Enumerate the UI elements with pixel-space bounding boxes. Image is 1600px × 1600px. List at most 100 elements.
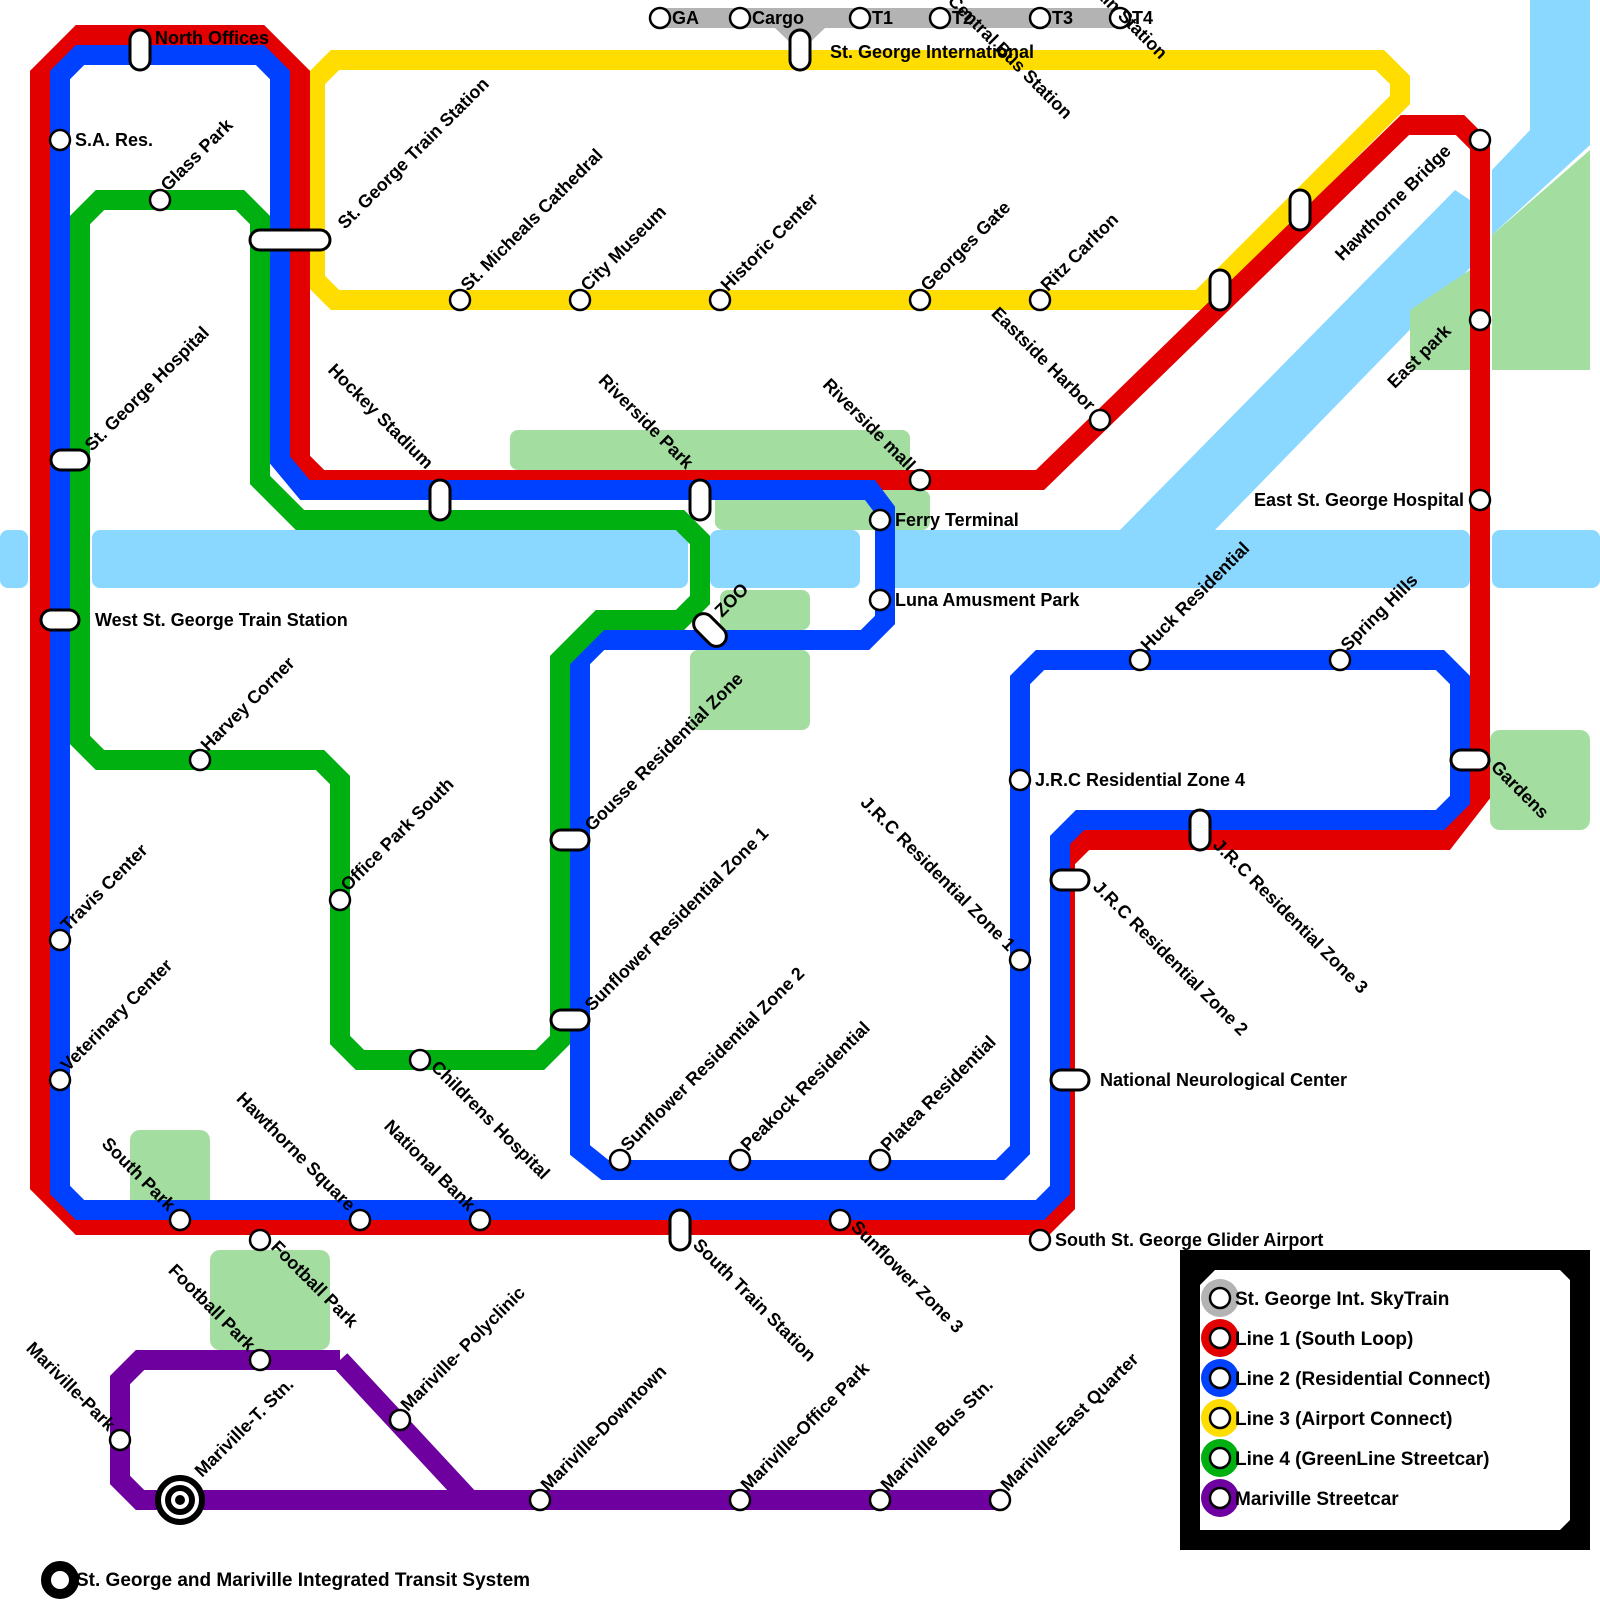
station-label-sunflower-zone-2[interactable]: Sunflower Residential Zone 2 [617, 963, 809, 1155]
station-label-south-train-station[interactable]: South Train Station [689, 1235, 820, 1366]
station-marker-travis-center[interactable] [48, 928, 72, 952]
station-label-city-museum[interactable]: City Museum [577, 201, 670, 294]
station-marker-eastside-harbor[interactable] [1088, 408, 1112, 432]
station-marker-ga[interactable] [648, 6, 672, 30]
station-label-ritz-carlton[interactable]: Ritz Carlton [1037, 209, 1123, 295]
station-marker-football-park-line1[interactable] [248, 1228, 272, 1252]
station-marker-st-george-hospital[interactable] [49, 448, 91, 472]
station-label-jrc-zone-1[interactable]: J.R.C Residential Zone 1 [857, 792, 1020, 955]
station-label-mariville-east-quarter[interactable]: Mariville-East Quarter [997, 1349, 1143, 1495]
station-label-mariville-bus-stn[interactable]: Mariville Bus Stn. [877, 1375, 997, 1495]
station-label-west-st-george-train-station[interactable]: West St. George Train Station [95, 610, 348, 630]
station-marker-west-st-george-train-station[interactable] [39, 608, 81, 632]
station-label-platea-residential[interactable]: Platea Residential [877, 1032, 1000, 1155]
station-label-jrc-zone-3[interactable]: J.R.C Residential Zone 3 [1209, 835, 1372, 998]
station-marker-mariville-polyclinic[interactable] [388, 1408, 412, 1432]
station-label-georges-gate[interactable]: Georges Gate [917, 197, 1015, 295]
station-label-mariville-t-stn[interactable]: Mariville-T. Stn. [191, 1374, 298, 1481]
station-marker-national-bank[interactable] [468, 1208, 492, 1232]
station-marker-veterinary-center[interactable] [48, 1068, 72, 1092]
station-marker-riverside-mall[interactable] [908, 468, 932, 492]
station-marker-ferry-terminal[interactable] [868, 508, 892, 532]
station-marker-south-park[interactable] [168, 1208, 192, 1232]
station-marker-st-george-train-station[interactable] [248, 228, 332, 252]
station-label-t4[interactable]: T4 [1132, 8, 1153, 28]
station-label-hawthorne-square[interactable]: Hawthorne Square [233, 1088, 360, 1215]
station-marker-luna-amusment-park[interactable] [868, 588, 892, 612]
station-marker-cargo[interactable] [728, 6, 752, 30]
station-marker-georges-gate[interactable] [908, 288, 932, 312]
station-marker-east-train-station[interactable] [1288, 188, 1312, 232]
station-label-jrc-zone-4[interactable]: J.R.C Residential Zone 4 [1035, 770, 1245, 790]
station-marker-mariville-t-stn[interactable] [155, 1475, 205, 1525]
station-label-south-st-george-glider-airport[interactable]: South St. George Glider Airport [1055, 1230, 1323, 1250]
station-label-mariville-office-park[interactable]: Mariville-Office Park [737, 1358, 874, 1495]
station-marker-t3[interactable] [1028, 6, 1052, 30]
station-marker-t4[interactable] [1108, 6, 1132, 30]
station-marker-south-st-george-glider-airport[interactable] [1028, 1228, 1052, 1252]
station-marker-sunflower-zone-3[interactable] [828, 1208, 852, 1232]
station-marker-zoo[interactable] [689, 609, 730, 650]
station-marker-sunflower-zone-1[interactable] [549, 1008, 591, 1032]
station-marker-mariville-bus-stn[interactable] [868, 1488, 892, 1512]
station-marker-peakock-residential[interactable] [728, 1148, 752, 1172]
station-marker-t1[interactable] [848, 6, 872, 30]
station-marker-national-neurological-center[interactable] [1049, 1068, 1091, 1092]
station-label-peakock-residential[interactable]: Peakock Residential [737, 1018, 874, 1155]
station-label-historic-center[interactable]: Historic Center [717, 189, 822, 294]
station-marker-t2[interactable] [928, 6, 952, 30]
station-label-sa-res[interactable]: S.A. Res. [75, 130, 153, 150]
station-marker-central-bus-station[interactable] [1208, 268, 1232, 312]
station-marker-east-park[interactable] [1468, 308, 1492, 332]
station-marker-hawthorne-bridge[interactable] [1468, 128, 1492, 152]
station-label-glass-park[interactable]: Glass Park [157, 114, 238, 195]
station-marker-huck-residential[interactable] [1128, 648, 1152, 672]
station-label-st-george-hospital[interactable]: St. George Hospital [81, 323, 213, 455]
station-marker-jrc-zone-3[interactable] [1188, 808, 1212, 852]
station-marker-jrc-zone-1[interactable] [1008, 948, 1032, 972]
station-label-north-offices[interactable]: North Offices [155, 28, 269, 48]
station-marker-sa-res[interactable] [48, 128, 72, 152]
station-label-mariville-downtown[interactable]: Mariville-Downtown [537, 1361, 671, 1495]
station-marker-platea-residential[interactable] [868, 1148, 892, 1172]
station-marker-mariville-east-quarter[interactable] [988, 1488, 1012, 1512]
station-marker-sunflower-zone-2[interactable] [608, 1148, 632, 1172]
station-label-national-neurological-center[interactable]: National Neurological Center [1100, 1070, 1347, 1090]
station-label-harvey-corner[interactable]: Harvey Corner [197, 653, 299, 755]
station-label-travis-center[interactable]: Travis Center [57, 840, 152, 935]
station-marker-st-micheals-cathedral[interactable] [448, 288, 472, 312]
station-marker-north-offices[interactable] [128, 28, 152, 72]
station-label-st-george-train-station[interactable]: St. George Train Station [334, 74, 493, 233]
station-label-t2[interactable]: T2 [952, 8, 973, 28]
station-label-veterinary-center[interactable]: Veterinary Center [57, 955, 177, 1075]
station-label-office-park-south[interactable]: Office Park South [337, 774, 458, 895]
station-marker-hockey-stadium[interactable] [428, 478, 452, 522]
station-label-st-george-international[interactable]: St. George International [830, 42, 1034, 62]
station-marker-ritz-carlton[interactable] [1028, 288, 1052, 312]
station-marker-st-george-international[interactable] [788, 28, 812, 72]
station-label-ga[interactable]: GA [672, 8, 699, 28]
station-marker-harvey-corner[interactable] [188, 748, 212, 772]
station-marker-mariville-downtown[interactable] [528, 1488, 552, 1512]
station-marker-south-train-station[interactable] [668, 1208, 692, 1252]
station-marker-gousse-residential-zone[interactable] [549, 828, 591, 852]
station-marker-jrc-zone-2[interactable] [1049, 868, 1091, 892]
station-marker-mariville-park[interactable] [108, 1428, 132, 1452]
station-label-eastside-harbor[interactable]: Eastside Harbor [988, 303, 1100, 415]
station-label-childrens-hospital[interactable]: Childrens Hospital [427, 1057, 554, 1184]
station-label-t1[interactable]: T1 [872, 8, 893, 28]
station-marker-gardens[interactable] [1449, 748, 1491, 772]
station-label-sunflower-zone-1[interactable]: Sunflower Residential Zone 1 [581, 823, 773, 1015]
station-marker-city-museum[interactable] [568, 288, 592, 312]
station-marker-childrens-hospital[interactable] [408, 1048, 432, 1072]
station-marker-football-park-mariville[interactable] [248, 1348, 272, 1372]
station-label-cargo[interactable]: Cargo [752, 8, 804, 28]
station-label-east-st-george-hospital[interactable]: East St. George Hospital [1254, 490, 1464, 510]
station-marker-glass-park[interactable] [148, 188, 172, 212]
station-marker-riverside-park[interactable] [688, 478, 712, 522]
station-marker-east-st-george-hospital[interactable] [1468, 488, 1492, 512]
station-label-mariville-polyclinic[interactable]: Mariville- Polyclinic [397, 1283, 529, 1415]
station-label-hockey-stadium[interactable]: Hockey Stadium [324, 360, 437, 473]
station-label-mariville-park[interactable]: Mariville-Park [22, 1338, 120, 1436]
station-label-gousse-residential-zone[interactable]: Gousse Residential Zone [581, 669, 747, 835]
